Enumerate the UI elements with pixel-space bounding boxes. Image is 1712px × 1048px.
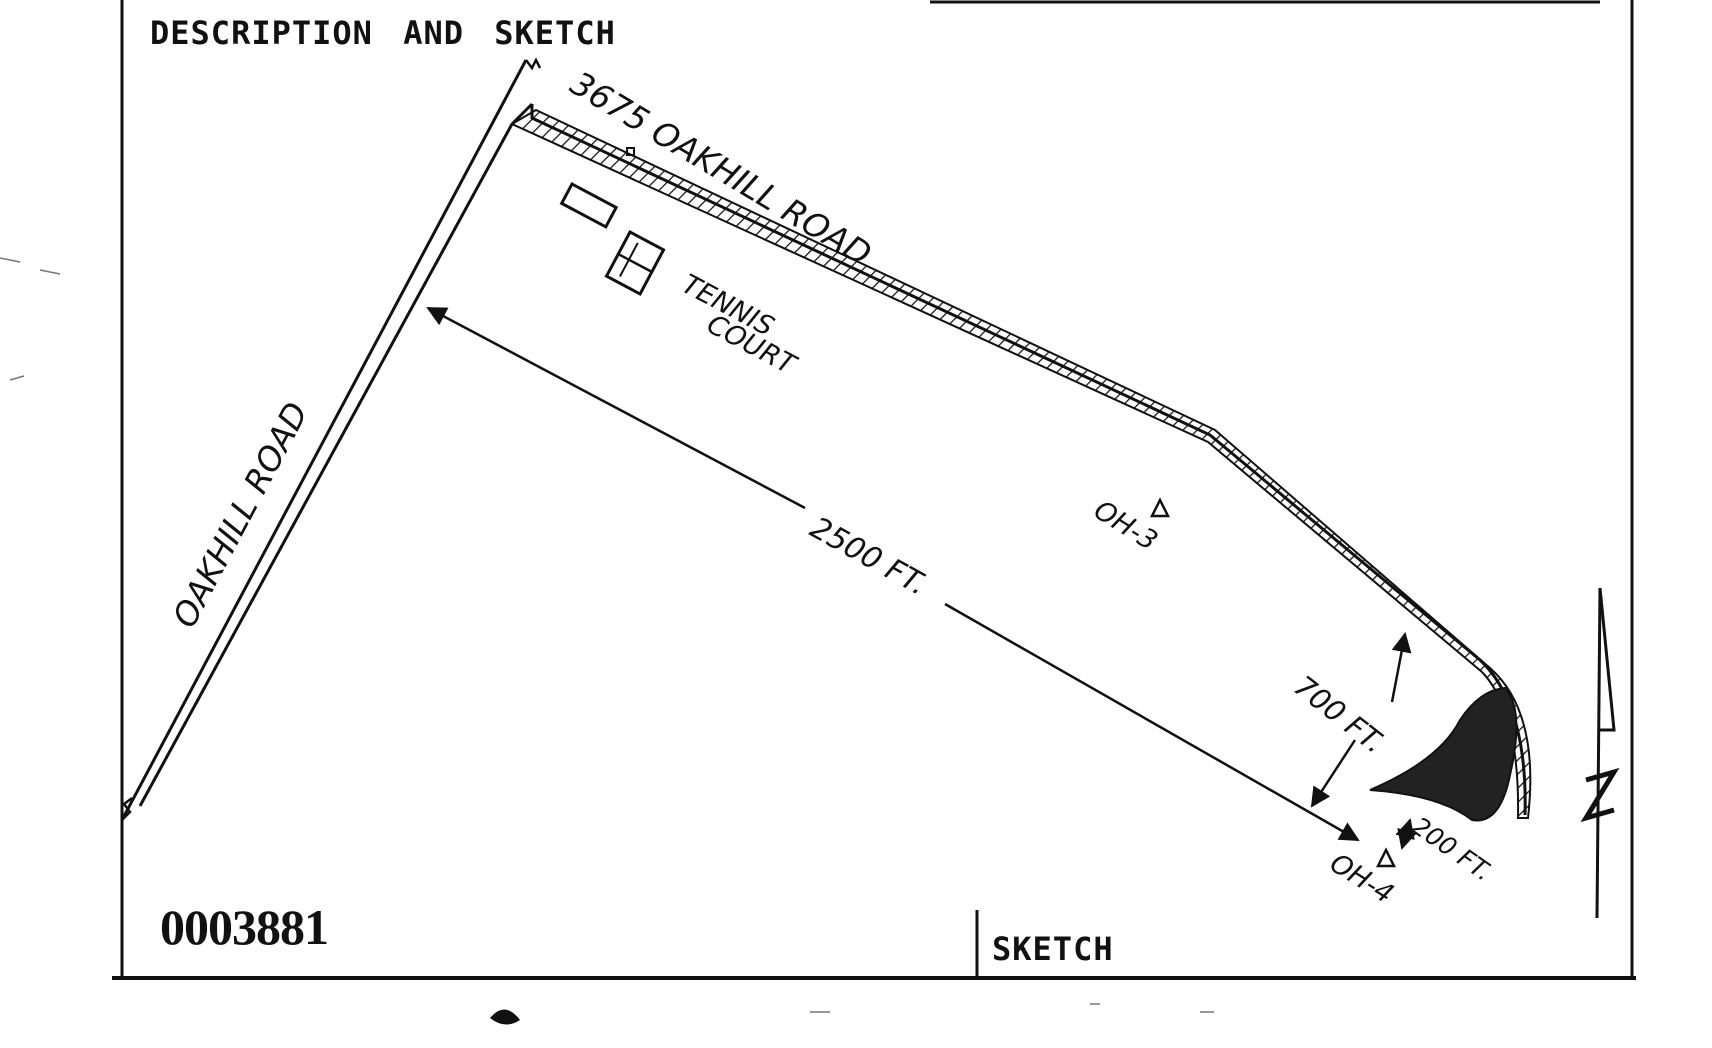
form-frame	[112, 0, 1636, 980]
tennis-court-shape	[604, 229, 666, 297]
station-triangle-oh3	[1149, 497, 1171, 518]
oakhill-road-side	[120, 57, 542, 821]
oakhill-road-main	[509, 102, 1532, 819]
building-rect	[559, 181, 619, 229]
dimension-700	[1310, 632, 1412, 808]
station-triangle-oh4	[1375, 847, 1397, 868]
pond-feature	[1369, 686, 1518, 822]
dimension-200	[1395, 818, 1417, 850]
document-number: 0003881	[160, 899, 329, 955]
distance-200-label: 200 FT.	[1407, 811, 1498, 887]
station-oh4-label: OH-4	[1324, 848, 1399, 911]
distance-2500-label: 2500 FT.	[804, 510, 932, 602]
dimension-2500	[426, 306, 1360, 842]
scan-specks	[0, 257, 1214, 1025]
station-oh3-label: OH-3	[1088, 495, 1163, 558]
sketch-section-label: SKETCH	[992, 930, 1114, 968]
north-arrow-icon	[1580, 587, 1620, 919]
distance-700-label: 700 FT.	[1288, 669, 1391, 760]
small-marker	[626, 147, 635, 156]
page-title: DESCRIPTION AND SKETCH	[150, 14, 616, 52]
